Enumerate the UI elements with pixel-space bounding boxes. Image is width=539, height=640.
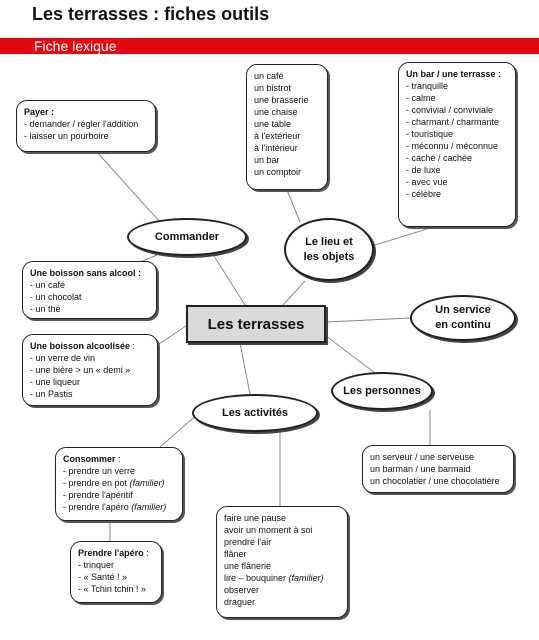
list-item: à l'extérieur xyxy=(254,131,301,141)
alcoolisee-heading-suffix: : xyxy=(130,341,136,351)
page-title: Les terrasses : fiches outils xyxy=(32,4,270,24)
list-item: - « Tchin tchin ! » xyxy=(78,584,146,594)
node-label: Les activités xyxy=(221,406,289,419)
list-item: - un café xyxy=(30,280,66,290)
list-item: - convivial / conviviale xyxy=(406,105,494,115)
node-activites: Les activités xyxy=(192,394,318,432)
link-payer-commander xyxy=(94,149,161,223)
list-item-note: (familier) xyxy=(288,573,324,583)
list-item: - méconnu / méconnue xyxy=(406,141,499,151)
sans-alcool-heading: Une boisson sans alcool : xyxy=(30,268,142,278)
consommer-box: Consommer : - prendre un verre - prendre… xyxy=(55,447,183,521)
list-item: - trinquer xyxy=(78,560,115,570)
list-item: - une bière > un « demi » xyxy=(30,365,131,375)
alcoolisee-heading: Une boisson alcoolisée xyxy=(30,341,131,351)
list-item: un serveur / une serveuse xyxy=(370,452,475,462)
link-lieubox-lieu xyxy=(286,189,301,223)
node-label: Commander xyxy=(154,230,220,243)
list-item: un bistrot xyxy=(254,83,292,93)
node-label: Les personnes xyxy=(343,384,421,397)
payer-item: - demander / régler l'addition xyxy=(24,119,139,129)
list-item: - avec vue xyxy=(406,177,448,187)
payer-heading: Payer : xyxy=(24,107,55,117)
list-item: - touristique xyxy=(406,129,454,139)
list-item: - un verre de vin xyxy=(30,353,96,363)
list-item: un café xyxy=(254,71,284,81)
consommer-heading-suffix: : xyxy=(115,454,121,464)
link-commander-terrasses xyxy=(213,255,246,306)
central-node: Les terrasses xyxy=(186,305,326,343)
node-personnes: Les personnes xyxy=(331,372,433,410)
list-item: - une liqueur xyxy=(30,377,81,387)
list-item: - calme xyxy=(406,93,436,103)
list-item: un chocolatier / une chocolatière xyxy=(370,476,500,486)
list-item: - prendre un verre xyxy=(63,466,136,476)
list-item: avoir un moment à soi xyxy=(224,525,313,535)
list-item: - charmant / charmante xyxy=(406,117,500,127)
list-item: - prendre l'apéro xyxy=(63,502,132,512)
list-item: - un chocolat xyxy=(30,292,82,302)
sans-alcool-box: Une boisson sans alcool : - un café - un… xyxy=(22,261,157,319)
link-service-terrasses xyxy=(325,317,411,323)
list-item: lire – bouquiner xyxy=(224,573,289,583)
list-item: un bar xyxy=(254,155,280,165)
payer-box: Payer : - demander / régler l'addition -… xyxy=(16,100,156,152)
list-item: observer xyxy=(224,585,260,595)
list-item-note: (familier) xyxy=(129,478,165,488)
list-item: un barman / une barmaid xyxy=(370,464,471,474)
list-item: à l'intérieur xyxy=(254,143,298,153)
section-band: Fiche lexique xyxy=(0,38,539,54)
link-activites-terrasses xyxy=(239,342,251,395)
list-item: draguer xyxy=(224,597,256,607)
list-item: faire une pause xyxy=(224,513,287,523)
personnes-box: un serveur / une serveuse un barman / un… xyxy=(362,445,514,493)
list-item: - caché / cachée xyxy=(406,153,473,163)
consommer-heading: Consommer xyxy=(63,454,116,464)
section-title: Fiche lexique xyxy=(34,38,117,54)
lieu-objets-box: un café un bistrot une brasserie une cha… xyxy=(246,64,328,190)
list-item: - un thé xyxy=(30,304,61,314)
list-item: un comptoir xyxy=(254,167,302,177)
apero-heading-suffix: : xyxy=(143,548,149,558)
list-item: une brasserie xyxy=(254,95,309,105)
list-item-note: (familier) xyxy=(131,502,167,512)
payer-item: - laisser un pourboire xyxy=(24,131,109,141)
list-item: - célèbre xyxy=(406,189,442,199)
list-item: - un Pastis xyxy=(30,389,73,399)
bar-terrasse-box: Un bar / une terrasse : - tranquille - c… xyxy=(398,62,516,227)
node-commander: Commander xyxy=(127,218,247,256)
list-item: flâner xyxy=(224,549,247,559)
list-item: prendre l'air xyxy=(224,537,272,547)
list-item: une table xyxy=(254,119,292,129)
apero-box: Prendre l'apéro : - trinquer - « Santé !… xyxy=(70,541,162,603)
activites-box: faire une pause avoir un moment à soi pr… xyxy=(216,506,348,618)
alcoolisee-box: Une boisson alcoolisée : - un verre de v… xyxy=(22,334,158,406)
link-bar-lieu xyxy=(374,224,441,246)
list-item: - tranquille xyxy=(406,81,449,91)
list-item: une flânerie xyxy=(224,561,272,571)
link-lieu-terrasses xyxy=(282,280,306,306)
apero-heading: Prendre l'apéro xyxy=(78,548,144,558)
list-item: - prendre en pot xyxy=(63,478,130,488)
list-item: - de luxe xyxy=(406,165,441,175)
list-item: une chaise xyxy=(254,107,298,117)
link-sansalcool-commander xyxy=(139,254,158,263)
bar-terrasse-heading: Un bar / une terrasse : xyxy=(406,69,502,79)
link-personnes-terrasses xyxy=(325,335,376,374)
list-item: - prendre l'apéritif xyxy=(63,490,133,500)
list-item: - « Santé ! » xyxy=(78,572,128,582)
